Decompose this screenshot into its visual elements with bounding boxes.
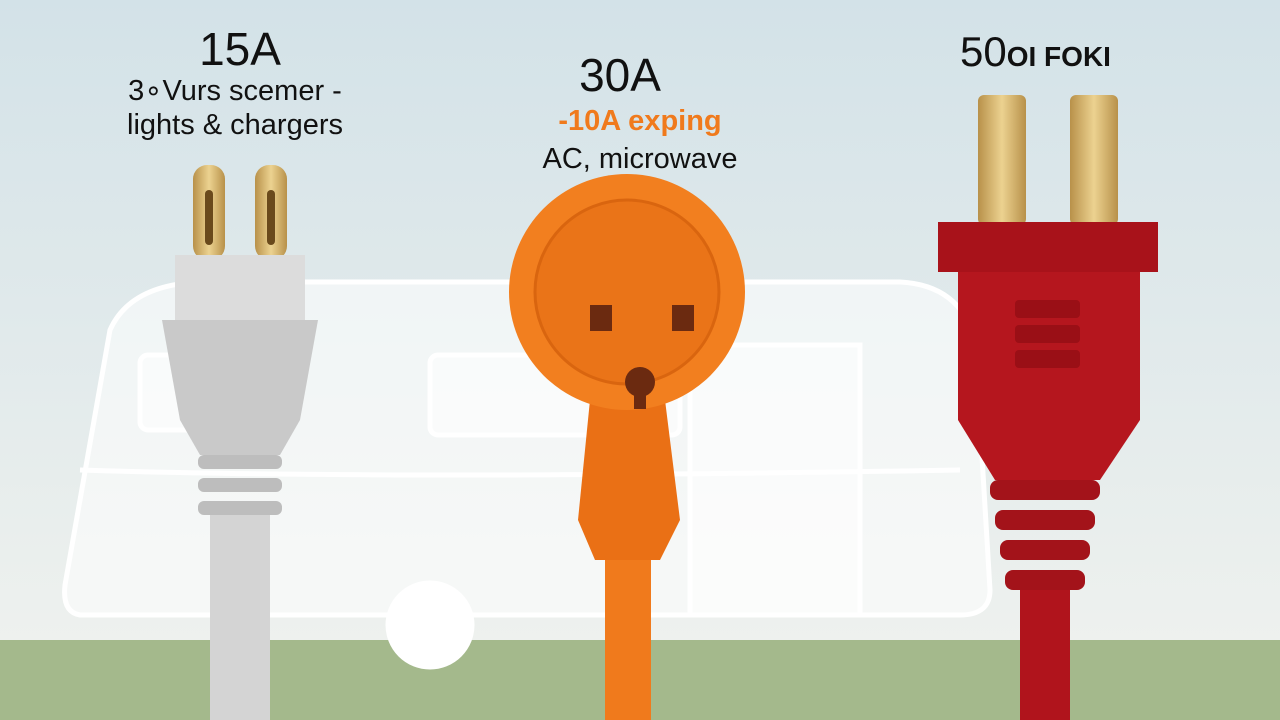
plug-50a-suffix: OI FOKI [1006, 41, 1111, 72]
plug-30a-desc-line1: AC, microwave [542, 143, 738, 175]
plug-30a-highlight: -10A exping [558, 105, 722, 137]
plug-30a-amp-label: 30A [579, 49, 661, 101]
plug-50a [938, 95, 1158, 720]
plug-15a-desc-line2: lights & chargers [127, 109, 343, 141]
plug-50a-label: 50OI FOKI [960, 28, 1160, 76]
plug-50a-amp-label: 50 [960, 28, 1007, 75]
plug-15a-amp-label: 15A [199, 23, 281, 75]
plug-15a [162, 165, 318, 720]
plug-30a [509, 174, 745, 720]
plug-15a-desc-line1: 3∘Vurs scemer - [128, 75, 342, 107]
